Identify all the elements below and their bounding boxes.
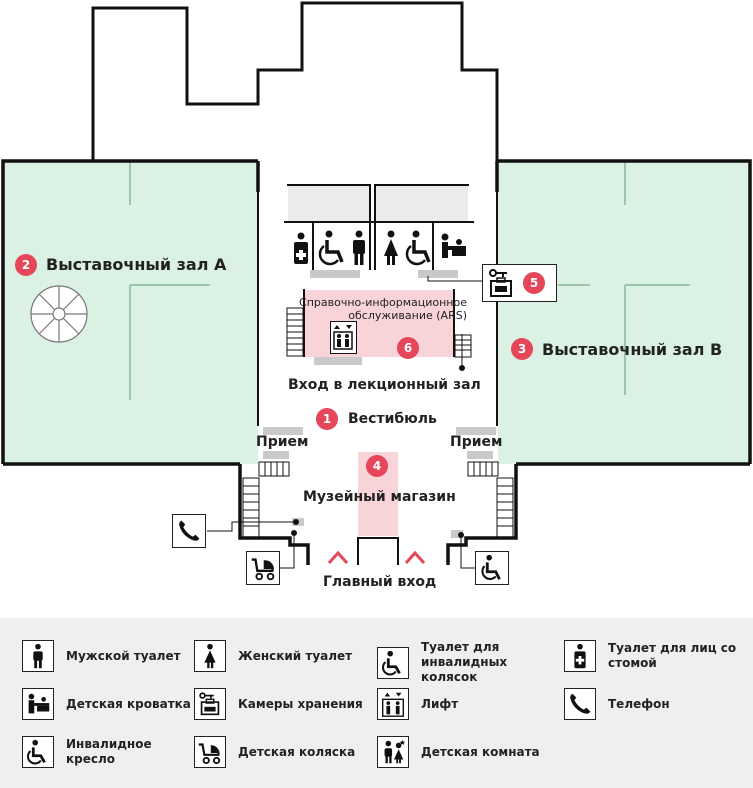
legend-item-baby-changing: Детская кроватка <box>22 688 191 720</box>
marker-6: 6 <box>397 337 419 359</box>
elevator-icon <box>377 688 409 720</box>
reception-right-label: Прием <box>450 434 503 450</box>
map-female-toilet-icon <box>382 230 400 266</box>
telephone-icon <box>564 688 596 720</box>
upper-wing-wall <box>91 1 499 161</box>
map-telephone-callout <box>172 514 206 548</box>
marker-3: 3 <box>511 338 533 360</box>
wheelchair-icon <box>22 736 54 768</box>
info-desk-label: Справочно-информационное обслуживание (A… <box>299 296 467 322</box>
marker-1: 1 <box>316 408 338 430</box>
legend-label: Детская коляска <box>238 744 356 759</box>
marker-5: 5 <box>523 272 545 294</box>
legend-label: Камеры хранения <box>238 696 363 711</box>
stair-steps <box>243 313 513 527</box>
baby-changing-icon <box>22 688 54 720</box>
legend-label: Женский туалет <box>238 648 353 663</box>
reception-left-label: Прием <box>256 434 309 450</box>
legend-label: Инвалидное кресло <box>66 737 152 766</box>
legend-label: Туалет для лиц со стомой <box>608 641 737 670</box>
locker-icon <box>194 688 226 720</box>
map-wheelchair-toilet-icon-left <box>318 230 348 266</box>
floor-map: 2 Выставочный зал A 3 Выставочный зал B … <box>1 1 752 590</box>
map-baby-changing-icon <box>438 232 468 262</box>
legend-item-elevator: Лифт <box>377 688 458 720</box>
legend-item-kids-room: Детская комната <box>377 736 540 768</box>
legend-label: Мужской туалет <box>66 648 181 663</box>
map-wheelchair-toilet-icon-right <box>405 230 435 266</box>
map-ostomy-toilet-icon <box>290 232 312 266</box>
hall-b-area <box>498 161 750 464</box>
hall-a-label: Выставочный зал A <box>46 255 227 274</box>
map-wheelchair-callout <box>475 551 509 585</box>
legend-label: Детская кроватка <box>66 696 191 711</box>
legend-label: Туалет для инвалидных колясок <box>421 640 508 684</box>
locker-callout <box>482 264 557 302</box>
spiral-staircase <box>30 285 88 343</box>
male-toilet-icon <box>22 640 54 672</box>
outer-walls <box>1 159 752 565</box>
ostomy-toilet-icon <box>564 640 596 672</box>
legend-item-telephone: Телефон <box>564 688 670 720</box>
marker-4: 4 <box>366 455 388 477</box>
museum-shop-label: Музейный магазин <box>303 489 456 505</box>
interior-walls <box>257 184 498 565</box>
legend-item-wheelchair-toilet: Туалет для инвалидных колясок <box>377 640 561 685</box>
legend-item-ostomy-toilet: Туалет для лиц со стомой <box>564 640 738 672</box>
hall-partitions <box>129 161 690 400</box>
lecture-entrance-label: Вход в лекционный зал <box>288 377 481 393</box>
map-male-toilet-icon <box>351 230 367 266</box>
floor-plan <box>1 1 752 569</box>
legend-item-female-toilet: Женский туалет <box>194 640 352 672</box>
legend-label: Телефон <box>608 696 670 711</box>
map-locker-icon <box>487 268 515 298</box>
lobby-label: Вестибюль <box>348 411 437 427</box>
legend-item-wheelchair: Инвалидное кресло <box>22 736 161 768</box>
legend-item-male-toilet: Мужской туалет <box>22 640 181 672</box>
entrance-arrows <box>327 550 426 565</box>
kids-room-icon <box>377 736 409 768</box>
legend-item-stroller: Детская коляска <box>194 736 355 768</box>
info-desk-zone <box>305 290 453 357</box>
hall-b-label: Выставочный зал B <box>542 340 723 359</box>
map-elevator-icon <box>330 321 357 354</box>
legend-label: Детская комната <box>421 744 540 759</box>
map-stroller-callout <box>246 551 280 585</box>
legend-item-locker: Камеры хранения <box>194 688 363 720</box>
legend: Мужской туалет Женский туалет Туалет для… <box>0 618 753 788</box>
marker-2: 2 <box>15 254 37 276</box>
main-entrance-label: Главный вход <box>323 574 437 590</box>
female-toilet-icon <box>194 640 226 672</box>
legend-label: Лифт <box>421 696 459 711</box>
stroller-icon <box>194 736 226 768</box>
wheelchair-toilet-icon <box>377 646 409 679</box>
